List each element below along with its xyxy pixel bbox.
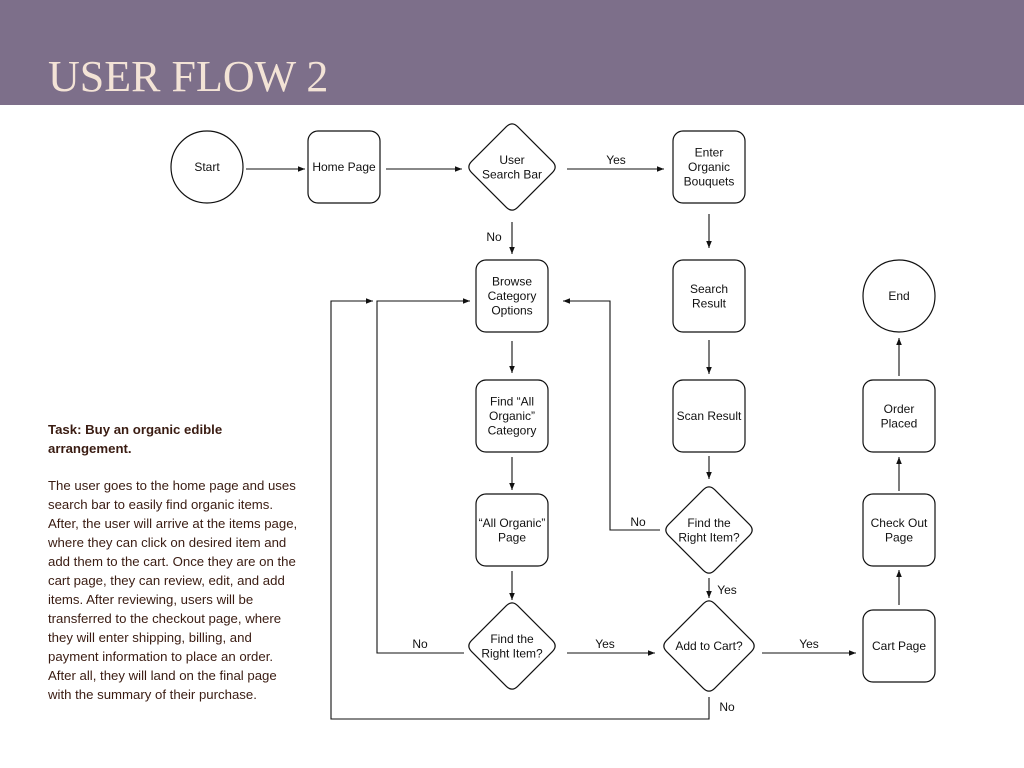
edge-label-yes: Yes (717, 583, 737, 597)
edge-label-no: No (486, 230, 502, 244)
node-search-bar-shape (468, 123, 556, 211)
node-find-right-item-b-shape (468, 602, 556, 690)
node-end: End (862, 259, 936, 333)
node-find-right-item-b-label: Right Item? (481, 646, 543, 660)
node-cart-label: Cart Page (872, 639, 926, 653)
node-browse-label: Options (491, 304, 532, 318)
node-add-to-cart-shape (663, 600, 755, 692)
node-browse-label: Category (488, 289, 537, 303)
node-start-shape (170, 130, 244, 204)
node-end-shape (862, 259, 936, 333)
node-start-label: Start (194, 160, 220, 174)
page-title: USER FLOW 2 (48, 52, 329, 101)
node-search-bar-label: User (499, 153, 524, 167)
node-find-right-item-b-label: Find the (490, 632, 534, 646)
node-add-to-cart-label: Add to Cart? (675, 639, 743, 653)
node-enter-organic-label: Organic (688, 160, 730, 174)
node-all-organic-page-shape (475, 493, 549, 567)
edge-add-to-cart-to-browse (330, 298, 710, 720)
node-end-label: End (888, 289, 909, 303)
node-home-label: Home Page (312, 160, 376, 174)
node-add-to-cart: Add to Cart? (663, 600, 755, 692)
node-enter-organic-label: Bouquets (684, 175, 735, 189)
node-find-all-organic-label: Find “All (490, 395, 534, 409)
node-search-result-label: Search (690, 282, 728, 296)
node-all-organic-page: “All Organic”Page (475, 493, 549, 567)
edge-label-no: No (412, 637, 428, 651)
node-home: Home Page (307, 130, 381, 204)
task-panel: Task: Buy an organic edible arrangement.… (48, 420, 298, 704)
node-order-placed-label: Order (884, 402, 915, 416)
node-find-all-organic-label: Category (488, 424, 537, 438)
node-browse-label: Browse (492, 275, 532, 289)
node-enter-organic-shape (672, 130, 746, 204)
task-description: The user goes to the home page and uses … (48, 478, 298, 702)
edge-label-yes: Yes (799, 637, 819, 651)
node-all-organic-page-label: “All Organic” (479, 516, 546, 530)
node-home-shape (307, 130, 381, 204)
edge-label-yes: Yes (606, 153, 626, 167)
task-title: Task: Buy an organic edible arrangement. (48, 422, 223, 456)
node-cart-shape (862, 609, 936, 683)
node-checkout-label: Check Out (871, 516, 928, 530)
edge-find-right-item-b-to-browse (376, 298, 470, 654)
node-find-right-item-a-shape (665, 486, 753, 574)
node-cart: Cart Page (862, 609, 936, 683)
node-order-placed-label: Placed (881, 416, 918, 430)
node-start: Start (170, 130, 244, 204)
edge-label-no: No (719, 700, 735, 714)
edge-label-no: No (630, 515, 646, 529)
node-find-all-organic-label: Organic” (489, 409, 535, 423)
node-order-placed-shape (862, 379, 936, 453)
node-find-right-item-a-label: Right Item? (678, 530, 740, 544)
node-checkout-shape (862, 493, 936, 567)
node-search-result-label: Result (692, 296, 727, 310)
node-search-result-shape (672, 259, 746, 333)
header-banner: USER FLOW 2 (0, 0, 1024, 105)
node-find-right-item-a-label: Find the (687, 516, 731, 530)
node-checkout-label: Page (885, 530, 913, 544)
node-find-all-organic-shape (475, 379, 549, 453)
node-scan-result: Scan Result (672, 379, 746, 453)
node-scan-result-label: Scan Result (677, 409, 742, 423)
node-search-bar-label: Search Bar (482, 167, 542, 181)
node-enter-organic-label: Enter (695, 146, 724, 160)
node-scan-result-shape (672, 379, 746, 453)
node-all-organic-page-label: Page (498, 530, 526, 544)
edge-label-yes: Yes (595, 637, 615, 651)
edge-find-right-item-a-to-browse (563, 298, 660, 531)
node-browse-shape (475, 259, 549, 333)
